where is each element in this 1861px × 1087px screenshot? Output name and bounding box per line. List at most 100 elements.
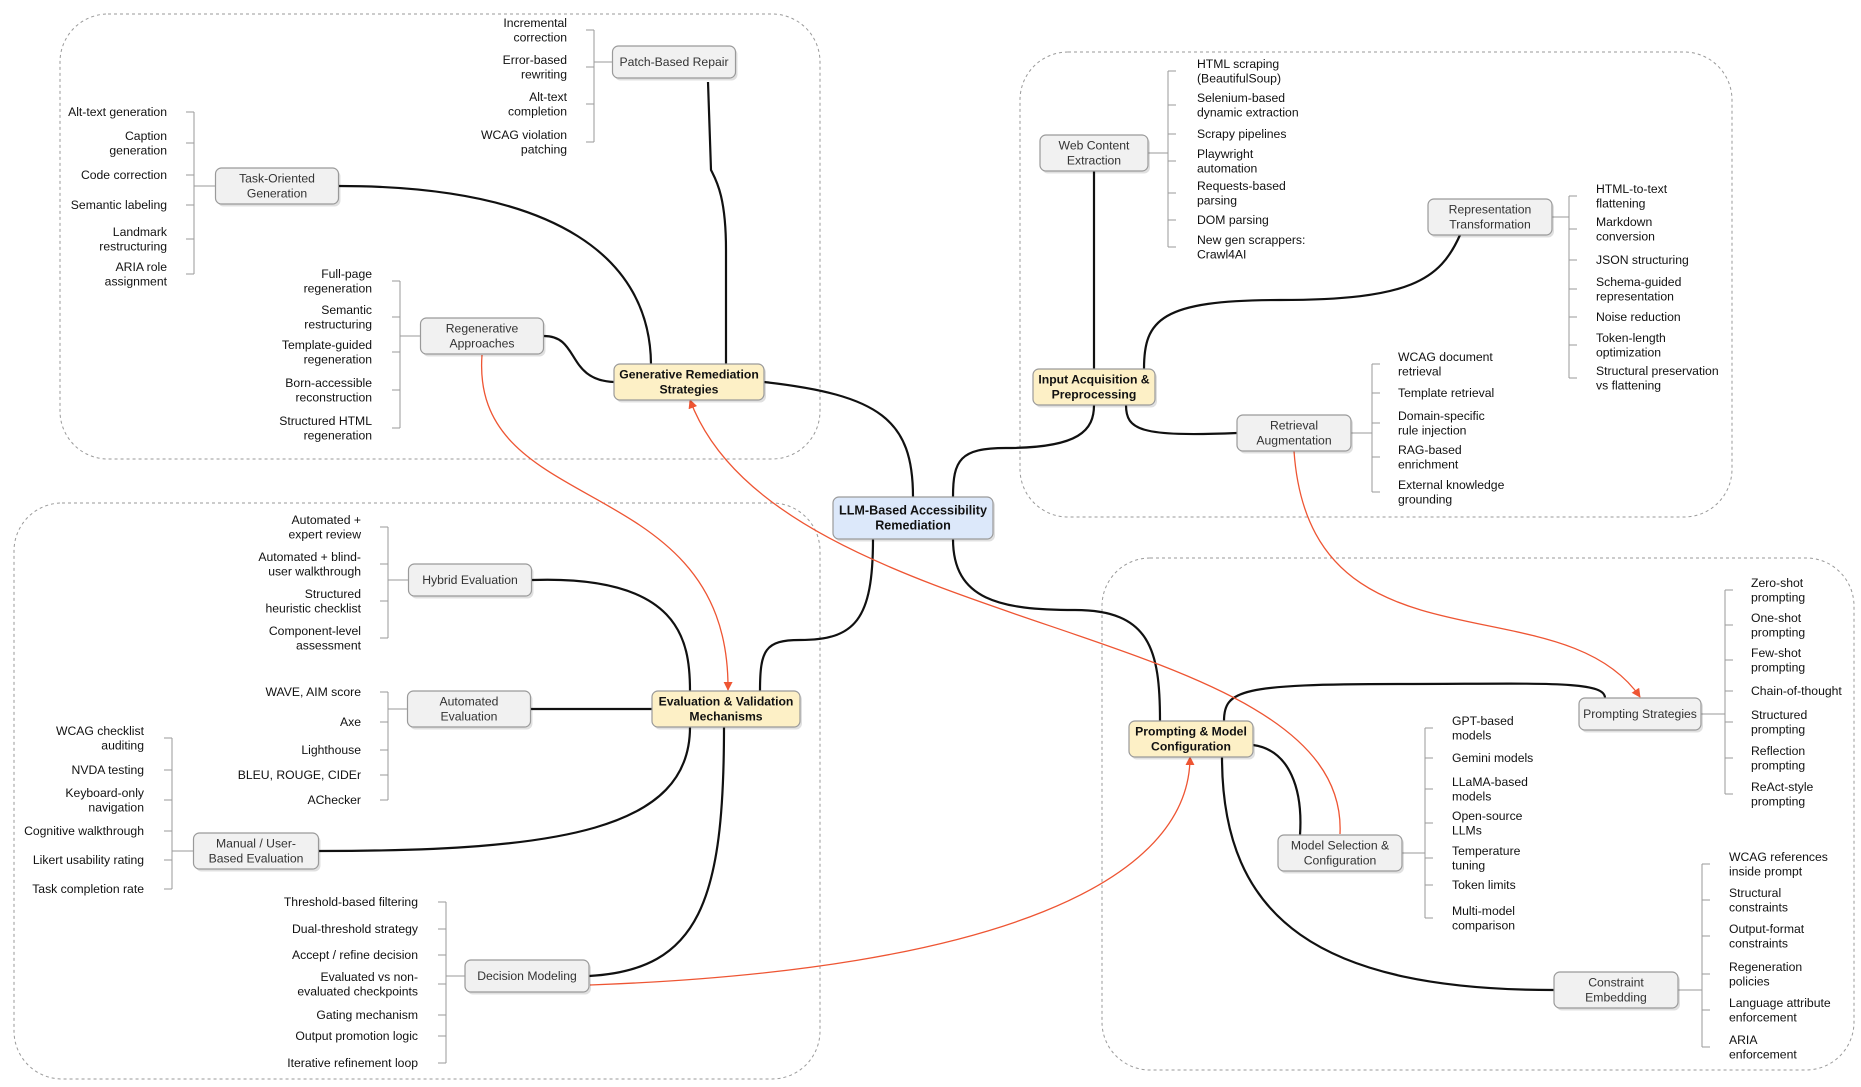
task-box [214, 167, 340, 205]
regen-bracket [392, 280, 421, 429]
repr-box [1427, 198, 1553, 236]
manual-label: Manual / User-Based Evaluation [209, 837, 304, 866]
input-box [1032, 368, 1156, 406]
decision-label: Decision Modeling [477, 969, 577, 983]
group-generative [59, 13, 821, 460]
conn-eval-hybrid [531, 578, 692, 692]
strat-label: Prompting Strategies [1583, 707, 1697, 721]
model-node: Model Selection &Configuration [1277, 834, 1404, 874]
leaf-item: Semantic labeling [71, 198, 167, 212]
leaf-item: Cognitive walkthrough [24, 824, 144, 838]
leaf-item: Task completion rate [32, 882, 144, 896]
model-box [1277, 834, 1403, 872]
manual-box [192, 832, 320, 870]
hybrid-bracket [380, 526, 409, 639]
decision-bracket [438, 901, 465, 1064]
patch-label: Patch-Based Repair [619, 55, 728, 69]
conn-root-gen [763, 380, 915, 498]
leaf-item: Automated +expert review [289, 513, 362, 542]
conn-root-prompt [951, 538, 1162, 722]
leaf-item: HTML scraping(BeautifulSoup) [1197, 57, 1281, 86]
group-evaluation [13, 502, 821, 1080]
conn-eval-decision [588, 726, 726, 978]
leaf-item: Noise reduction [1596, 310, 1681, 324]
xref-model-to-gen [688, 399, 1341, 835]
leaf-item: Template retrieval [1398, 386, 1494, 400]
leaf-item: BLEU, ROUGE, CIDEr [238, 768, 361, 782]
hybrid-box [407, 563, 533, 597]
leaf-brackets [164, 29, 1733, 1064]
leaf-item: Scrapy pipelines [1197, 127, 1286, 141]
input-node: Input Acquisition &Preprocessing [1032, 368, 1157, 408]
constr-bracket [1678, 863, 1710, 1048]
strat-box [1578, 697, 1702, 731]
input-label: Input Acquisition &Preprocessing [1038, 373, 1149, 402]
leaf-item: Threshold-based filtering [284, 895, 418, 909]
xref-decision-to-prompt [589, 756, 1195, 986]
leaf-item: Lighthouse [301, 743, 361, 757]
leaf-item: Axe [340, 715, 361, 729]
hybrid-label: Hybrid Evaluation [422, 573, 518, 587]
leaf-item: WAVE, AIM score [266, 685, 362, 699]
model-bracket [1402, 727, 1433, 919]
hybrid-node: Hybrid Evaluation [407, 563, 534, 599]
prompt-box [1128, 720, 1254, 758]
leaf-item: AChecker [307, 793, 361, 807]
patch-node: Patch-Based Repair [611, 45, 738, 81]
leaf-item: Accept / refine decision [292, 948, 418, 962]
web-bracket [1148, 70, 1176, 248]
repr-bracket [1552, 195, 1577, 379]
conn-root-input [951, 404, 1096, 498]
leaf-item: Gemini models [1452, 751, 1533, 765]
conn-gen-regen [543, 334, 615, 384]
leaf-item: Alt-text generation [68, 105, 167, 119]
connectors [318, 81, 1607, 992]
retr-box [1236, 414, 1352, 452]
xref-retr-to-strat [1293, 450, 1641, 698]
leaf-item: Output promotion logic [295, 1029, 418, 1043]
group-prompting [1101, 557, 1855, 1071]
web-box [1039, 134, 1149, 172]
leaf-item: Code correction [81, 168, 167, 182]
leaf-item: Token limits [1452, 878, 1516, 892]
task-bracket [186, 111, 216, 275]
decision-node: Decision Modeling [464, 959, 591, 995]
leaf-item: Likert usability rating [33, 853, 144, 867]
conn-prompt-constr [1220, 756, 1555, 992]
group-input [1019, 51, 1733, 518]
manual-node: Manual / User-Based Evaluation [192, 832, 321, 872]
